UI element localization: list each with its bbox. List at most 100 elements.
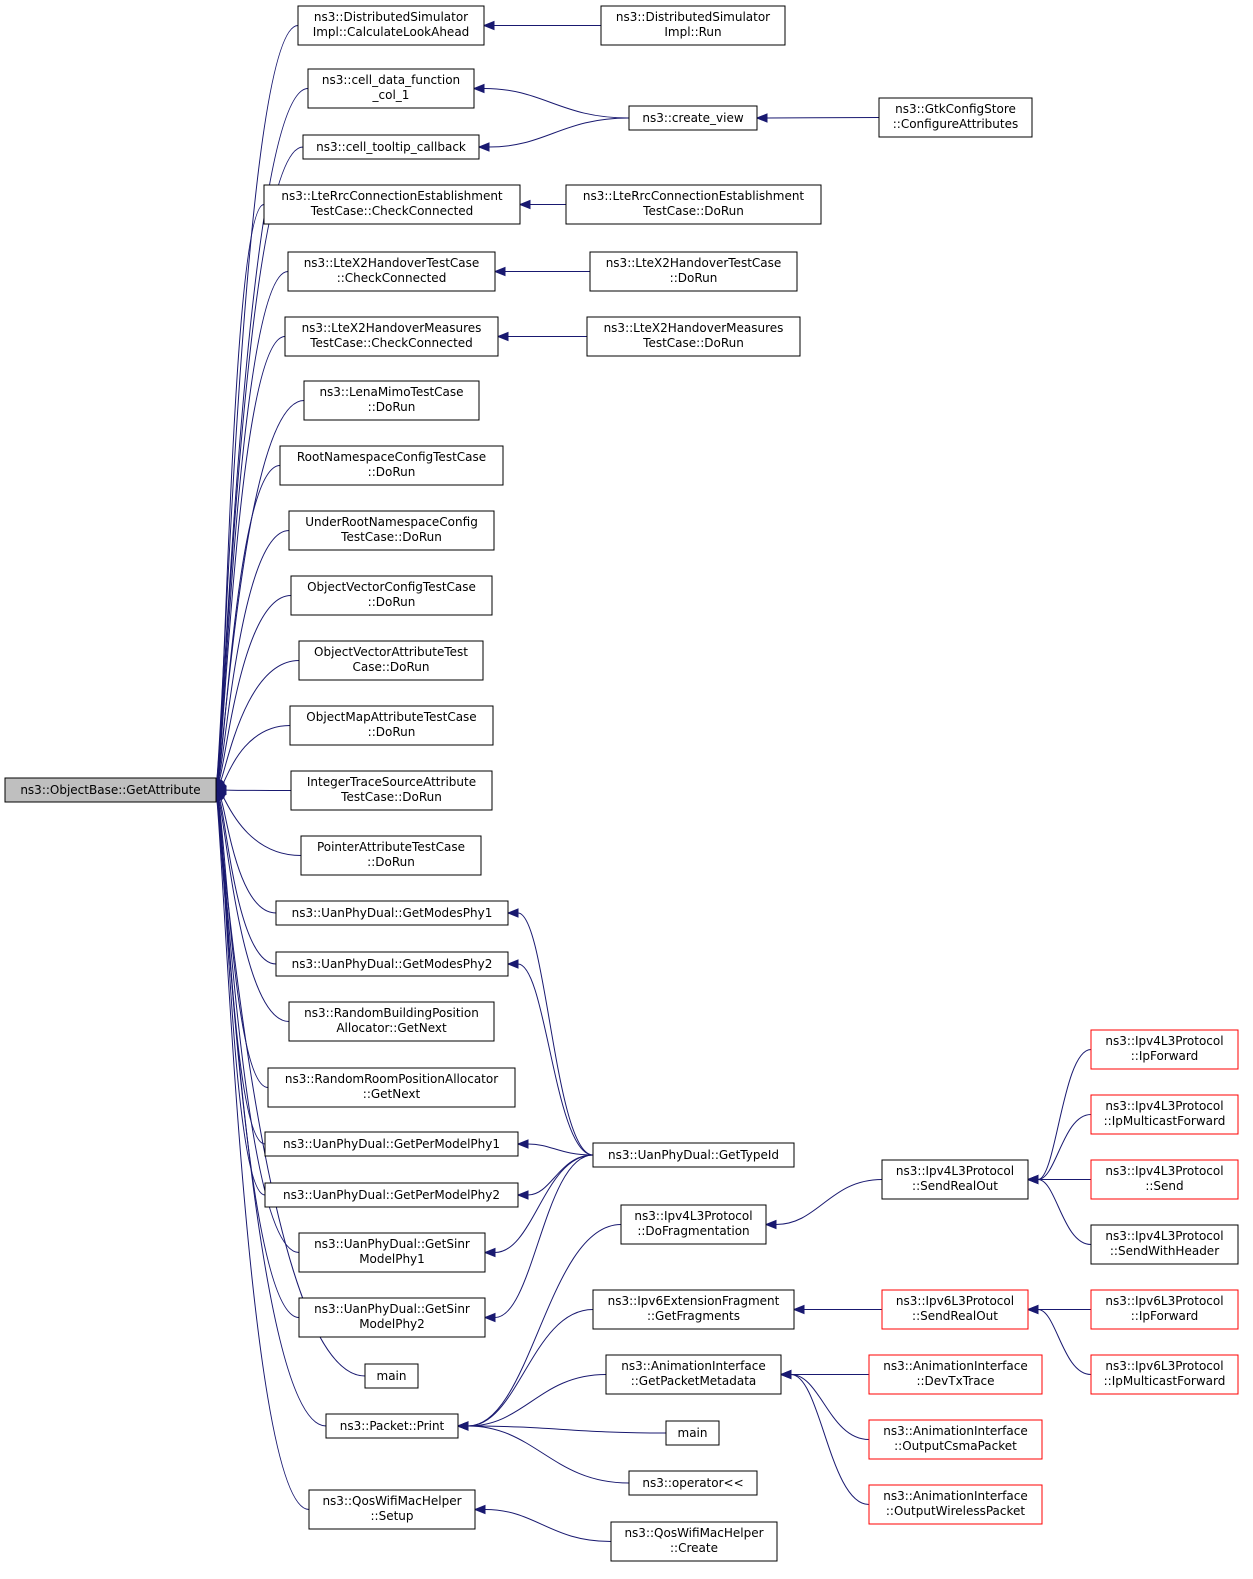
edge-ipv6_ipmfwd-to-ipv6_sro [1037, 1309, 1092, 1375]
node-uan_gpm1[interactable]: ns3::UanPhyDual::GetPerModelPhy1 [264, 1131, 519, 1157]
node-ipv6_ipmfwd[interactable]: ns3::Ipv6L3Protocol::IpMulticastForward [1090, 1354, 1239, 1395]
node-ipv4_dofrag[interactable]: ns3::Ipv4L3Protocol::DoFragmentation [620, 1204, 767, 1245]
node-ipv6_sro[interactable]: ns3::Ipv6L3Protocol::SendRealOut [881, 1289, 1029, 1330]
node-label-ipv4_send-line2: ::Send [1145, 1179, 1183, 1193]
edge-main1-to-root [216, 799, 366, 1377]
node-qos_setup[interactable]: ns3::QosWifiMacHelper::Setup [308, 1489, 476, 1530]
node-label-qos_setup-line1: ns3::QosWifiMacHelper [322, 1494, 461, 1508]
edge-anim_csma-to-anim_gpm [790, 1374, 870, 1440]
node-uan_gpm2[interactable]: ns3::UanPhyDual::GetPerModelPhy2 [264, 1182, 519, 1208]
edge-objmap-to-root [222, 725, 291, 784]
node-label-gtk-line1: ns3::GtkConfigStore [895, 102, 1016, 116]
node-ipv4_swh[interactable]: ns3::Ipv4L3Protocol::SendWithHeader [1090, 1224, 1239, 1265]
edge-uan_gettid-to-uan_gm1 [517, 912, 594, 1156]
node-anim_gpm[interactable]: ns3::AnimationInterface::GetPacketMetada… [605, 1354, 782, 1395]
node-ipv4_sro[interactable]: ns3::Ipv4L3Protocol::SendRealOut [881, 1159, 1029, 1200]
node-gtk[interactable]: ns3::GtkConfigStore::ConfigureAttributes [878, 97, 1033, 138]
node-ltex2m_dr[interactable]: ns3::LteX2HandoverMeasuresTestCase::DoRu… [586, 316, 801, 357]
node-box-ltex2_cc [287, 251, 496, 292]
node-pointer[interactable]: PointerAttributeTestCase::DoRun [300, 835, 482, 876]
node-lterrc_cc[interactable]: ns3::LteRrcConnectionEstablishmentTestCa… [263, 184, 521, 225]
edge-ipv4_ipfwd-to-ipv4_sro [1037, 1049, 1092, 1180]
node-label-lterrc_dr-line2: TestCase::DoRun [642, 204, 744, 218]
edge-uan_gm2-to-root [219, 799, 277, 965]
node-label-anim_gpm-line2: ::GetPacketMetadata [631, 1374, 757, 1388]
node-ltex2_dr[interactable]: ns3::LteX2HandoverTestCase::DoRun [589, 251, 798, 292]
node-uan_gettid[interactable]: ns3::UanPhyDual::GetTypeId [592, 1142, 795, 1168]
edge-qos_setup-to-root [216, 799, 310, 1510]
node-rbpa[interactable]: ns3::RandomBuildingPositionAllocator::Ge… [288, 1001, 495, 1042]
node-label-inttrace-line2: TestCase::DoRun [340, 790, 442, 804]
node-anim_wireless[interactable]: ns3::AnimationInterface::OutputWirelessP… [868, 1484, 1043, 1525]
node-label-ipv4_dofrag-line2: ::DoFragmentation [637, 1224, 749, 1238]
node-rootns[interactable]: RootNamespaceConfigTestCase::DoRun [279, 445, 504, 486]
node-box-lterrc_cc [263, 184, 521, 225]
node-label-qos_create-line2: ::Create [670, 1541, 718, 1555]
edge-ipv4_swh-to-ipv4_sro [1037, 1179, 1092, 1245]
node-anim_devtx[interactable]: ns3::AnimationInterface::DevTxTrace [868, 1354, 1043, 1395]
node-ipv4_send[interactable]: ns3::Ipv4L3Protocol::Send [1090, 1159, 1239, 1200]
edge-dsi_cla-to-root [216, 25, 299, 781]
edge-uan_gettid-to-uan_gs2 [494, 1154, 594, 1318]
node-inttrace[interactable]: IntegerTraceSourceAttributeTestCase::DoR… [290, 770, 493, 811]
node-ipv4_ipfwd[interactable]: ns3::Ipv4L3Protocol::IpForward [1090, 1029, 1239, 1070]
node-label-lterrc_dr-line1: ns3::LteRrcConnectionEstablishment [583, 189, 805, 203]
node-label-anim_gpm-line1: ns3::AnimationInterface [621, 1359, 765, 1373]
node-box-ipv6_ipmfwd [1090, 1354, 1239, 1395]
node-anim_csma[interactable]: ns3::AnimationInterface::OutputCsmaPacke… [868, 1419, 1043, 1460]
node-box-main1 [364, 1363, 419, 1389]
node-dsi_cla[interactable]: ns3::DistributedSimulatorImpl::Calculate… [297, 5, 485, 46]
node-lterrc_dr[interactable]: ns3::LteRrcConnectionEstablishmentTestCa… [565, 184, 822, 225]
node-label-create_view-line1: ns3::create_view [642, 111, 743, 125]
node-label-anim_wireless-line1: ns3::AnimationInterface [883, 1489, 1027, 1503]
node-objmap[interactable]: ObjectMapAttributeTestCase::DoRun [289, 705, 494, 746]
node-opshift[interactable]: ns3::operator<< [628, 1470, 758, 1496]
node-label-uan_gs2-line2: ModelPhy2 [359, 1317, 425, 1331]
node-label-ipv4_dofrag-line1: ns3::Ipv4L3Protocol [634, 1209, 752, 1223]
node-main1[interactable]: main [364, 1363, 419, 1389]
node-box-uan_gs1 [298, 1232, 486, 1273]
node-objvec_cfg[interactable]: ObjectVectorConfigTestCase::DoRun [290, 575, 493, 616]
node-label-cell_data-line1: ns3::cell_data_function [322, 73, 460, 87]
node-root[interactable]: ns3::ObjectBase::GetAttribute [4, 777, 217, 803]
node-label-ltex2_dr-line1: ns3::LteX2HandoverTestCase [606, 256, 782, 270]
node-box-rbpa [288, 1001, 495, 1042]
node-box-lenamimo [303, 380, 480, 421]
node-lenamimo[interactable]: ns3::LenaMimoTestCase::DoRun [303, 380, 480, 421]
node-ipv4_ipmfwd[interactable]: ns3::Ipv4L3Protocol::IpMulticastForward [1090, 1094, 1239, 1135]
node-cell_tooltip[interactable]: ns3::cell_tooltip_callback [302, 134, 480, 160]
node-qos_create[interactable]: ns3::QosWifiMacHelper::Create [610, 1521, 778, 1562]
node-box-objvec_cfg [290, 575, 493, 616]
node-label-ltex2m_dr-line2: TestCase::DoRun [642, 336, 744, 350]
node-box-uan_gs2 [298, 1297, 486, 1338]
node-label-rootns-line2: ::DoRun [368, 465, 416, 479]
node-box-ipv6_getfrag [592, 1289, 795, 1330]
arrowhead-ltex2m_dr-to-ltex2m_cc [496, 331, 509, 342]
node-uan_gm2[interactable]: ns3::UanPhyDual::GetModesPhy2 [275, 951, 509, 977]
node-label-rrpa-line1: ns3::RandomRoomPositionAllocator [285, 1072, 498, 1086]
nodes-layer: ns3::ObjectBase::GetAttribute ns3::Distri… [4, 5, 1239, 1562]
node-uan_gm1[interactable]: ns3::UanPhyDual::GetModesPhy1 [275, 900, 509, 926]
node-ltex2_cc[interactable]: ns3::LteX2HandoverTestCase::CheckConnect… [287, 251, 496, 292]
node-label-anim_devtx-line1: ns3::AnimationInterface [883, 1359, 1027, 1373]
node-main2[interactable]: main [665, 1420, 720, 1446]
node-label-uan_gm1-line1: ns3::UanPhyDual::GetModesPhy1 [292, 906, 493, 920]
node-create_view[interactable]: ns3::create_view [628, 105, 758, 131]
arrowhead-uan_gettid-to-uan_gm1 [506, 908, 519, 918]
node-rrpa[interactable]: ns3::RandomRoomPositionAllocator::GetNex… [267, 1067, 516, 1108]
node-ipv6_getfrag[interactable]: ns3::Ipv6ExtensionFragment::GetFragments [592, 1289, 795, 1330]
node-cell_data[interactable]: ns3::cell_data_function_col_1 [307, 68, 475, 109]
node-label-main1-line1: main [377, 1369, 407, 1383]
node-ipv6_ipfwd[interactable]: ns3::Ipv6L3Protocol::IpForward [1090, 1289, 1239, 1330]
node-label-ipv4_swh-line1: ns3::Ipv4L3Protocol [1105, 1229, 1223, 1243]
node-ltex2m_cc[interactable]: ns3::LteX2HandoverMeasuresTestCase::Chec… [284, 316, 499, 357]
node-label-uan_gpm1-line1: ns3::UanPhyDual::GetPerModelPhy1 [283, 1137, 500, 1151]
node-pkt_print[interactable]: ns3::Packet::Print [325, 1413, 459, 1439]
edge-ipv6_getfrag-to-pkt_print [467, 1309, 594, 1427]
